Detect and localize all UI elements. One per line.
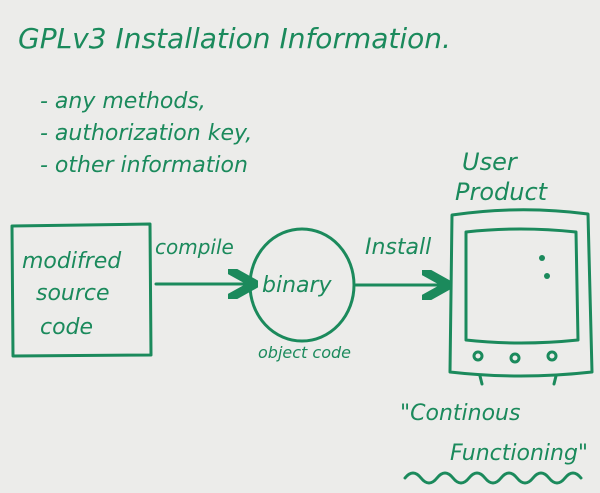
wavy-underline xyxy=(403,471,583,485)
quote-line-2: Functioning" xyxy=(450,441,588,466)
source-box-line-1: modifred xyxy=(22,249,122,274)
source-box-line-3: code xyxy=(40,315,93,340)
quote-line-1: "Continous xyxy=(400,401,520,426)
compile-label: compile xyxy=(155,235,234,259)
title: GPLv3 Installation Information. xyxy=(18,22,451,55)
binary-circle xyxy=(248,227,356,343)
user-label: User xyxy=(462,148,519,176)
install-label: Install xyxy=(365,235,431,260)
source-code-box: modifred source code xyxy=(10,222,153,358)
bullet-authorization-key: - authorization key, xyxy=(40,121,252,146)
bullet-methods: - any methods, xyxy=(40,89,206,114)
product-label: Product xyxy=(455,178,549,206)
object-code-label: object code xyxy=(258,343,351,362)
tv-device-icon xyxy=(448,208,594,386)
binary-label: binary xyxy=(262,273,333,298)
bullet-other-information: - other information xyxy=(40,153,248,178)
source-box-line-2: source xyxy=(36,281,110,306)
